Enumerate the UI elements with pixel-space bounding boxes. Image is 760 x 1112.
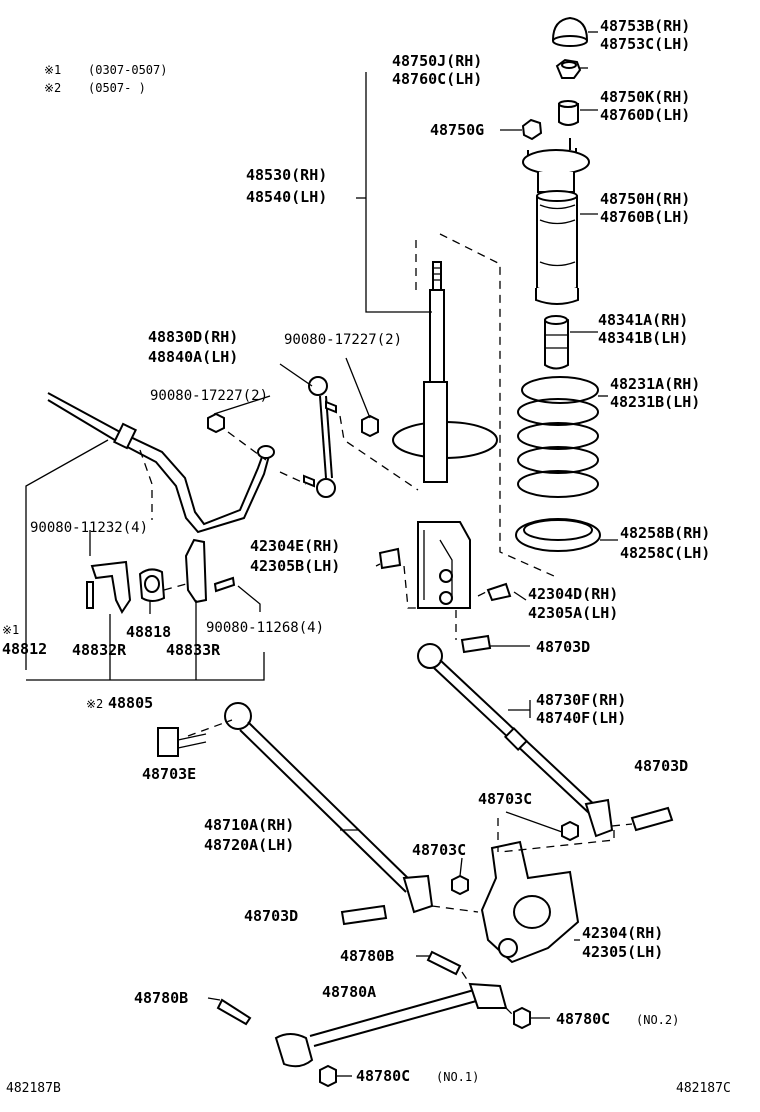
label-48258c: 48258C(LH)	[620, 544, 710, 562]
label-42305a: 42305A(LH)	[528, 604, 618, 622]
label-42305b: 42305B(LH)	[250, 557, 340, 575]
bump-stopper-part	[544, 315, 569, 370]
label-48750h: 48750H(RH)	[600, 190, 690, 208]
label-48341a: 48341A(RH)	[598, 311, 688, 329]
label-48258b: 48258B(RH)	[620, 524, 710, 542]
label-48750k: 48750K(RH)	[600, 88, 690, 106]
label-48780c-no1: 48780C	[356, 1067, 410, 1085]
upper-support-boot-part	[522, 138, 590, 305]
collar-part	[558, 100, 579, 126]
arm-nut-part	[451, 820, 579, 896]
label-48710a: 48710A(RH)	[204, 816, 294, 834]
label-48750g: 48750G	[430, 121, 484, 139]
coil-spring-part	[517, 376, 599, 498]
bushing-bracket-2-part	[184, 538, 208, 604]
range-notes: ※1 (0307-0507) ※2 (0507- )	[44, 63, 167, 95]
label-48760d: 48760D(LH)	[600, 106, 690, 124]
label-48740f: 48740F(LH)	[536, 709, 626, 727]
note-1-range: (0307-0507)	[88, 63, 167, 77]
label-90080-17227-b: 90080-17227(2)	[150, 388, 268, 404]
label-48231a: 48231A(RH)	[610, 375, 700, 393]
label-42304d: 42304D(RH)	[528, 585, 618, 603]
label-48780c-no2: 48780C	[556, 1010, 610, 1028]
mount-nut-part	[521, 118, 543, 141]
link-nut-part	[207, 412, 379, 438]
bushing-bracket-part	[86, 560, 132, 614]
label-48805-mark: ※2	[86, 697, 103, 711]
label-48780a: 48780A	[322, 983, 376, 1001]
label-48832r: 48832R	[72, 641, 127, 659]
label-90080-11268: 90080-11268(4)	[206, 620, 324, 636]
label-48840a: 48840A(LH)	[148, 348, 238, 366]
label-48703c-a: 48703C	[478, 790, 532, 808]
arm-bushing-part	[157, 727, 207, 757]
label-48780c-no1-note: (NO.1)	[436, 1070, 479, 1084]
label-48780b-a: 48780B	[340, 947, 394, 965]
steering-knuckle-part	[480, 840, 580, 964]
label-42305: 42305(LH)	[582, 943, 663, 961]
label-48231b: 48231B(LH)	[610, 393, 700, 411]
arm-bolt-part	[630, 806, 674, 832]
label-48812: 48812	[2, 640, 47, 658]
label-48703d-c: 48703D	[244, 907, 298, 925]
label-48780b-b: 48780B	[134, 989, 188, 1007]
label-48753c: 48753C(LH)	[600, 35, 690, 53]
leader-lines	[25, 31, 618, 1077]
label-48818: 48818	[126, 623, 171, 641]
note-2-range: (0507- )	[88, 81, 146, 95]
link-bolt-part	[216, 950, 462, 1026]
shock-absorber-part	[392, 261, 498, 609]
dust-cap-part	[551, 16, 589, 47]
label-48830d: 48830D(RH)	[148, 328, 238, 346]
label-42304: 42304(RH)	[582, 924, 663, 942]
label-48753b: 48753B(RH)	[600, 17, 690, 35]
stabilizer-bolt-part	[213, 576, 236, 593]
label-42304e: 42304E(RH)	[250, 537, 340, 555]
label-48812-mark: ※1	[2, 623, 19, 637]
label-48760b: 48760B(LH)	[600, 208, 690, 226]
lower-control-arm-part	[224, 702, 434, 914]
label-48341b: 48341B(LH)	[598, 329, 688, 347]
lower-arm-bolt-part	[340, 904, 388, 926]
figure-code-left: 482187B	[6, 1081, 61, 1096]
stabilizer-bar-part	[47, 392, 275, 534]
figure-codes: 482187B 482187C	[6, 1081, 731, 1096]
upper-control-arm-part	[417, 634, 614, 838]
part-labels: 48753B(RH) 48753C(LH) 48750J(RH) 48760C(…	[2, 17, 710, 1085]
label-48730f: 48730F(RH)	[536, 691, 626, 709]
label-48540: 48540(LH)	[246, 188, 327, 206]
label-48703d-a: 48703D	[536, 638, 590, 656]
spring-insulator-part	[515, 518, 601, 552]
label-48703d-b: 48703D	[634, 757, 688, 775]
stabilizer-bushing-part	[138, 568, 166, 602]
label-48750j: 48750J(RH)	[392, 52, 482, 70]
label-48780c-no2-note: (NO.2)	[636, 1013, 679, 1027]
label-90080-11232: 90080-11232(4)	[30, 520, 148, 536]
note-1-mark: ※1	[44, 63, 61, 77]
shock-bolt-part	[378, 547, 512, 602]
label-48530: 48530(RH)	[246, 166, 327, 184]
label-48720a: 48720A(LH)	[204, 836, 294, 854]
note-2-mark: ※2	[44, 81, 61, 95]
strut-nut-part	[555, 58, 582, 79]
label-90080-17227-a: 90080-17227(2)	[284, 332, 402, 348]
label-48805: 48805	[108, 694, 153, 712]
label-48703e: 48703E	[142, 765, 196, 783]
rod-nut-part	[319, 1006, 531, 1088]
label-48760c: 48760C(LH)	[392, 70, 482, 88]
figure-code-right: 482187C	[676, 1081, 731, 1096]
label-48833r: 48833R	[166, 641, 221, 659]
strut-rod-part	[274, 982, 508, 1068]
alignment-dashes	[139, 233, 633, 1017]
stabilizer-link-part	[303, 376, 337, 498]
label-48703c-b: 48703C	[412, 841, 466, 859]
